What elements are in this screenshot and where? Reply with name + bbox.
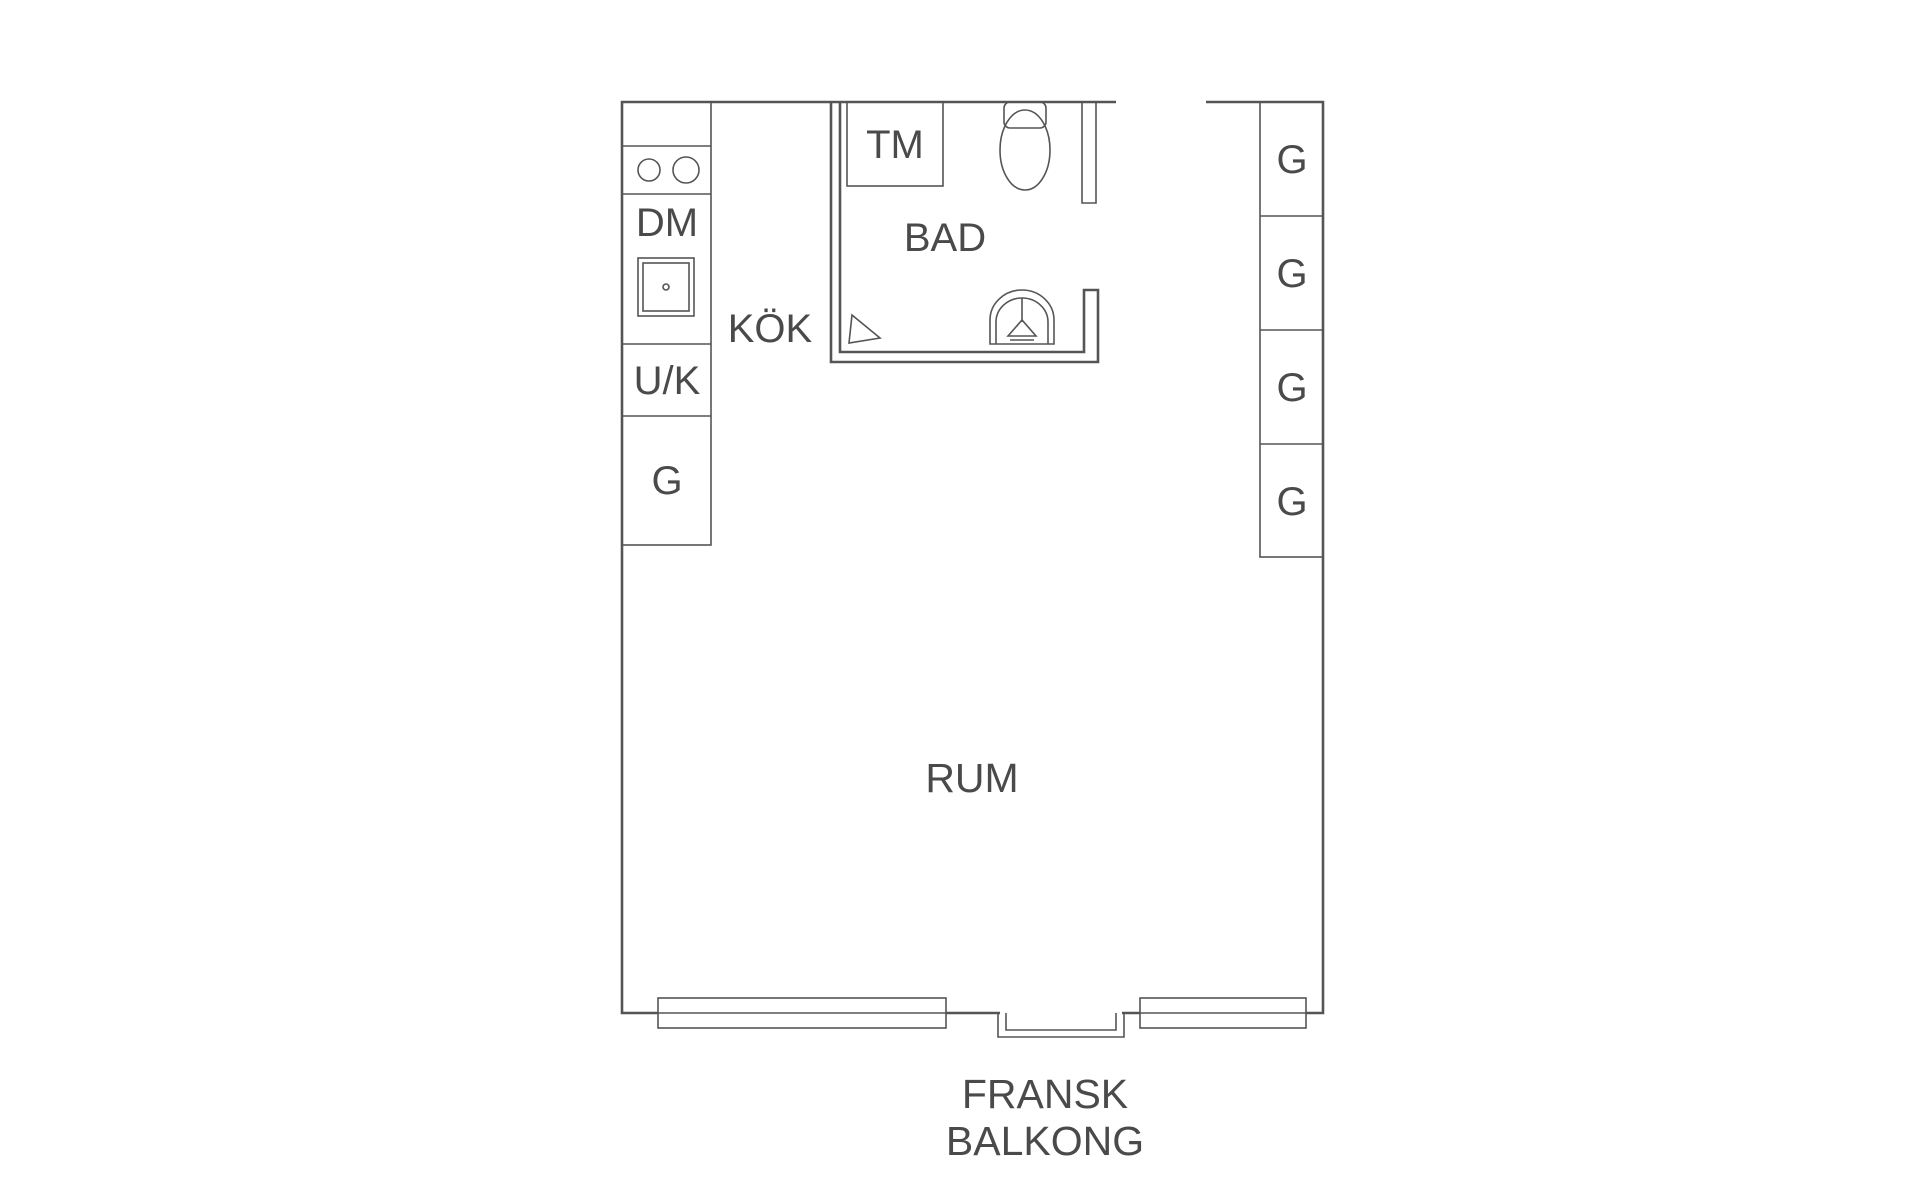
kitchen-label: KÖK [728,307,813,351]
wardrobe-label-left: G [651,459,682,503]
dishwasher-label: DM [636,201,698,245]
wardrobe-label-right-3: G [1276,366,1307,410]
wardrobe-label-right-4: G [1276,480,1307,524]
toilet-icon [999,101,1051,191]
kitchen-counter [621,101,712,546]
stove-icon [637,156,700,184]
bathroom-walls [829,101,1100,364]
bathroom-label: BAD [904,216,986,260]
window-left [657,997,947,1029]
wardrobe-label-right-1: G [1276,138,1307,182]
washer-label: TM [866,123,924,167]
wardrobes-right [1259,101,1324,558]
wardrobe-label-right-2: G [1276,252,1307,296]
window-right [1139,997,1307,1029]
sink-icon [637,257,695,317]
room-label: RUM [925,755,1018,801]
balcony-label-line1: FRANSK [962,1071,1128,1117]
floor-drain-icon [848,313,882,344]
shower-icon [989,289,1055,345]
balcony-label-line2: BALKONG [946,1118,1144,1164]
french-balcony-door [997,1013,1125,1038]
fridge-freezer-label: U/K [634,359,701,403]
